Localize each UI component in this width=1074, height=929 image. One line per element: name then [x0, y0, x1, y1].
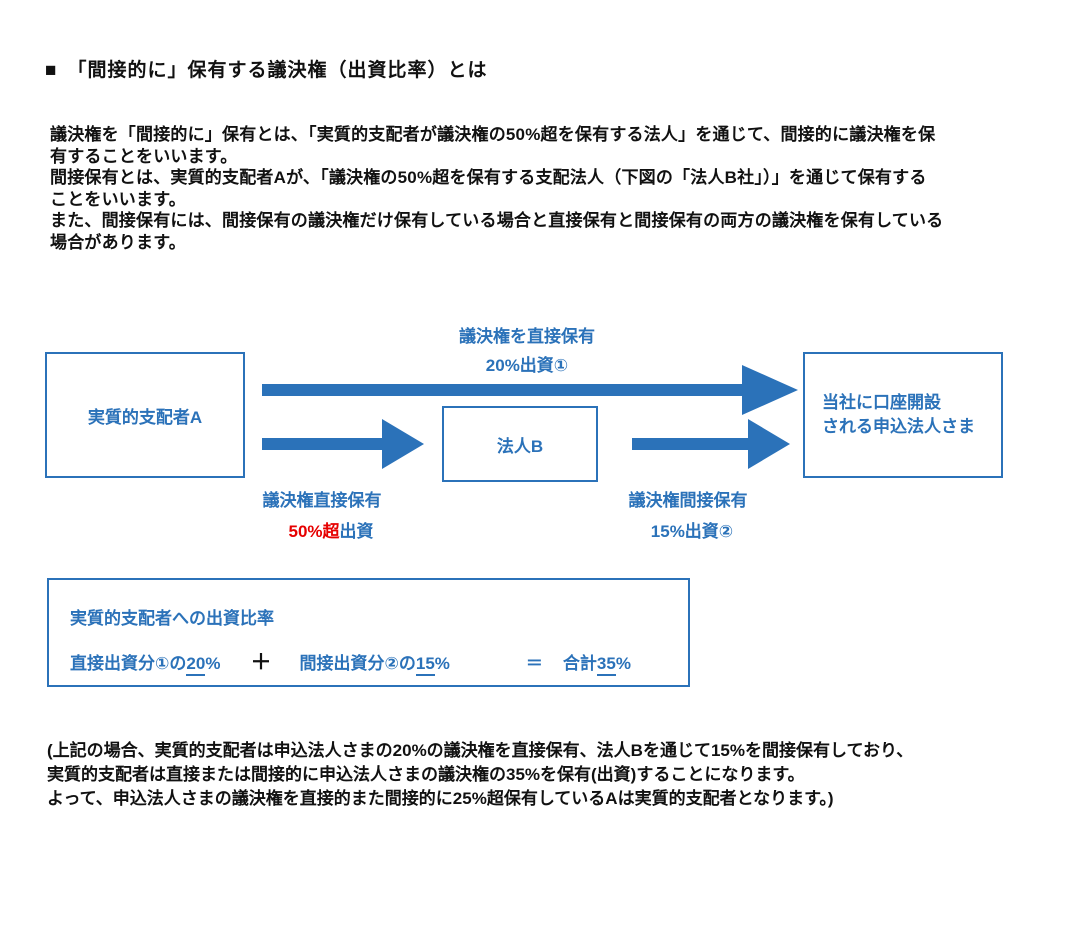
ratio-formula-row: 直接出資分①の20% ＋ 間接出資分②の15% ＝ 合計35%: [70, 646, 631, 676]
ratio-summary-title: 実質的支配者への出資比率: [70, 609, 274, 628]
formula-indirect-label: 間接出資分②の: [299, 654, 416, 673]
intro-paragraph: 議決権を「間接的に」保有とは、「実質的支配者が議決権の50%超を保有する法人」を…: [50, 124, 943, 253]
intro-line: 有することをいいます。: [50, 146, 238, 166]
label-indirect-holding-ratio: 15%出資②: [650, 522, 734, 541]
formula-indirect-percent: %: [434, 654, 450, 673]
footnote-line: 実質的支配者は直接または間接的に申込法人さまの議決権の35%を保有(出資)するこ…: [47, 765, 805, 784]
box-applicant-line2: される申込法人さま: [822, 417, 975, 436]
intro-line: 場合があります。: [50, 232, 186, 252]
box-corporation-b-label: 法人B: [496, 436, 544, 456]
intro-line: 間接保有とは、実質的支配者Aが、「議決権の50%超を保有する支配法人（下図の「法…: [50, 168, 927, 187]
ratio-summary-box: 実質的支配者への出資比率 直接出資分①の20% ＋ 間接出資分②の15% ＝ 合計35%: [47, 578, 690, 687]
formula-total-percent: %: [615, 654, 631, 673]
formula-direct-value: 20: [186, 654, 206, 676]
intro-line: ことをいいます。: [50, 189, 186, 209]
label-direct-holding: 議決権を直接保有: [459, 327, 595, 346]
formula-total-label: 合計: [562, 654, 597, 673]
footnote-paragraph: (上記の場合、実質的支配者は申込法人さまの20%の議決権を直接保有、法人Bを通じ…: [47, 739, 913, 811]
label-voting-direct-holding: 議決権直接保有: [262, 491, 382, 510]
formula-direct-label: 直接出資分①の: [70, 654, 187, 673]
arrow-a-to-b: [262, 419, 424, 469]
label-voting-indirect-holding: 議決権間接保有: [628, 491, 748, 510]
arrow-b-to-applicant: [632, 419, 790, 469]
box-applicant-line1: 当社に口座開設: [822, 392, 941, 412]
box-beneficial-owner-a: 実質的支配者A: [45, 352, 245, 478]
footnote-line: (上記の場合、実質的支配者は申込法人さまの20%の議決権を直接保有、法人Bを通じ…: [47, 741, 914, 760]
page-title: ■ 「間接的に」保有する議決権（出資比率）とは: [45, 55, 488, 82]
box-corporation-b: 法人B: [442, 406, 598, 482]
label-direct-holding-ratio: 20%出資①: [485, 356, 569, 375]
intro-line: また、間接保有には、間接保有の議決権だけ保有している場合と直接保有と間接保有の両…: [50, 211, 944, 230]
label-over-50-red: 50%超: [288, 522, 340, 541]
label-over-50-ratio: 50%超出資: [231, 517, 431, 542]
title-bullet-square: ■: [45, 60, 58, 81]
formula-total-value: 35: [596, 654, 616, 676]
arrow-direct-holding: [262, 365, 798, 415]
formula-direct-percent: %: [205, 654, 221, 673]
box-beneficial-owner-a-label: 実質的支配者A: [87, 407, 203, 427]
label-over-50-blue: 出資: [339, 522, 374, 541]
box-applicant-corporation-label: 当社に口座開設 される申込法人さま: [822, 391, 975, 440]
formula-indirect-value: 15: [415, 654, 435, 676]
footnote-line: よって、申込法人さまの議決権を直接的また間接的に25%超保有しているAは実質的支…: [47, 789, 834, 808]
box-applicant-corporation: 当社に口座開設 される申込法人さま: [803, 352, 1003, 478]
plus-sign: ＋: [250, 651, 272, 674]
equals-sign: ＝: [525, 654, 543, 673]
intro-line: 議決権を「間接的に」保有とは、「実質的支配者が議決権の50%超を保有する法人」を…: [50, 125, 936, 144]
title-text: 「間接的に」保有する議決権（出資比率）とは: [67, 60, 488, 81]
